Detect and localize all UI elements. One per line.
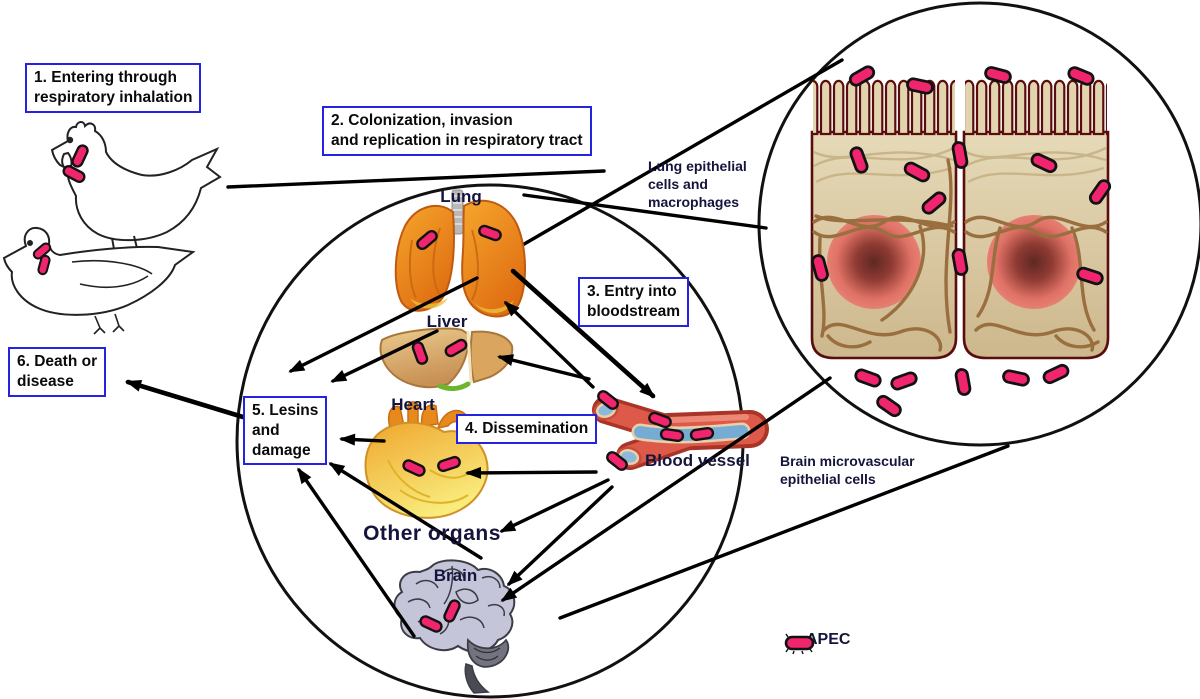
step-3-line2: bloodstream [587, 302, 681, 320]
chicken-figure [50, 121, 222, 272]
annotation-lung-line3: macrophages [648, 194, 740, 211]
step-3-line1: 3. Entry into [587, 283, 677, 300]
annotation-lung-line2: cells and [648, 176, 708, 193]
step-6-line2: disease [17, 372, 74, 390]
step-1-line2: respiratory inhalation [34, 88, 193, 106]
organ-label-lung: Lung [440, 187, 482, 206]
organ-label-brain: Brain [433, 566, 478, 585]
annotation-lung-epithelial-cells: Lung epithelial cells and macrophages [648, 157, 747, 212]
epithelial-cells-illustration [809, 63, 1114, 420]
nucleus-cell2 [987, 215, 1081, 309]
step-2-box: 2. Colonization, invasion and replicatio… [322, 106, 592, 156]
connector-lines [226, 58, 1010, 620]
annotation-brain-microvascular-cells: Brain microvascular epithelial cells [780, 452, 915, 488]
apec-legend-label: APEC [806, 631, 851, 648]
annotation-brain-line1: Brain microvascular [780, 453, 915, 469]
apec-bacterium-icon [784, 633, 815, 655]
annotation-lung-line1: Lung epithelial [648, 158, 747, 174]
step-4-box: 4. Dissemination [456, 414, 598, 444]
step-5-line3: damage [252, 441, 311, 459]
step-6-box: 6. Death or disease [8, 347, 107, 397]
step-6-line1: 6. Death or [17, 353, 98, 370]
step-3-box: 3. Entry into bloodstream [578, 277, 690, 327]
microvilli-cell1 [813, 70, 955, 136]
step-1-box: 1. Entering through respiratory inhalati… [25, 63, 202, 113]
lung-illustration [394, 189, 526, 318]
annotation-brain-line2: epithelial cells [780, 471, 876, 488]
flow-arrows [125, 268, 832, 638]
apec-legend: APEC [782, 631, 851, 655]
step-4-line1: 4. Dissemination [465, 420, 589, 437]
organ-label-blood-vessel: Blood vessel [645, 451, 750, 470]
duck-figure [2, 226, 196, 335]
step-2-line2: and replication in respiratory tract [331, 131, 583, 149]
nucleus-cell1 [827, 215, 921, 309]
step-5-box: 5. Lesins and damage [243, 396, 328, 466]
step-5-line1: 5. Lesins [252, 402, 319, 419]
liver-illustration [379, 327, 514, 391]
organ-label-heart: Heart [391, 395, 435, 414]
step-2-line1: 2. Colonization, invasion [331, 112, 513, 129]
organ-label-liver: Liver [426, 312, 468, 331]
step-1-line1: 1. Entering through [34, 69, 177, 86]
step-5-line2: and [252, 421, 280, 439]
organ-label-other-organs: Other organs [363, 522, 501, 545]
